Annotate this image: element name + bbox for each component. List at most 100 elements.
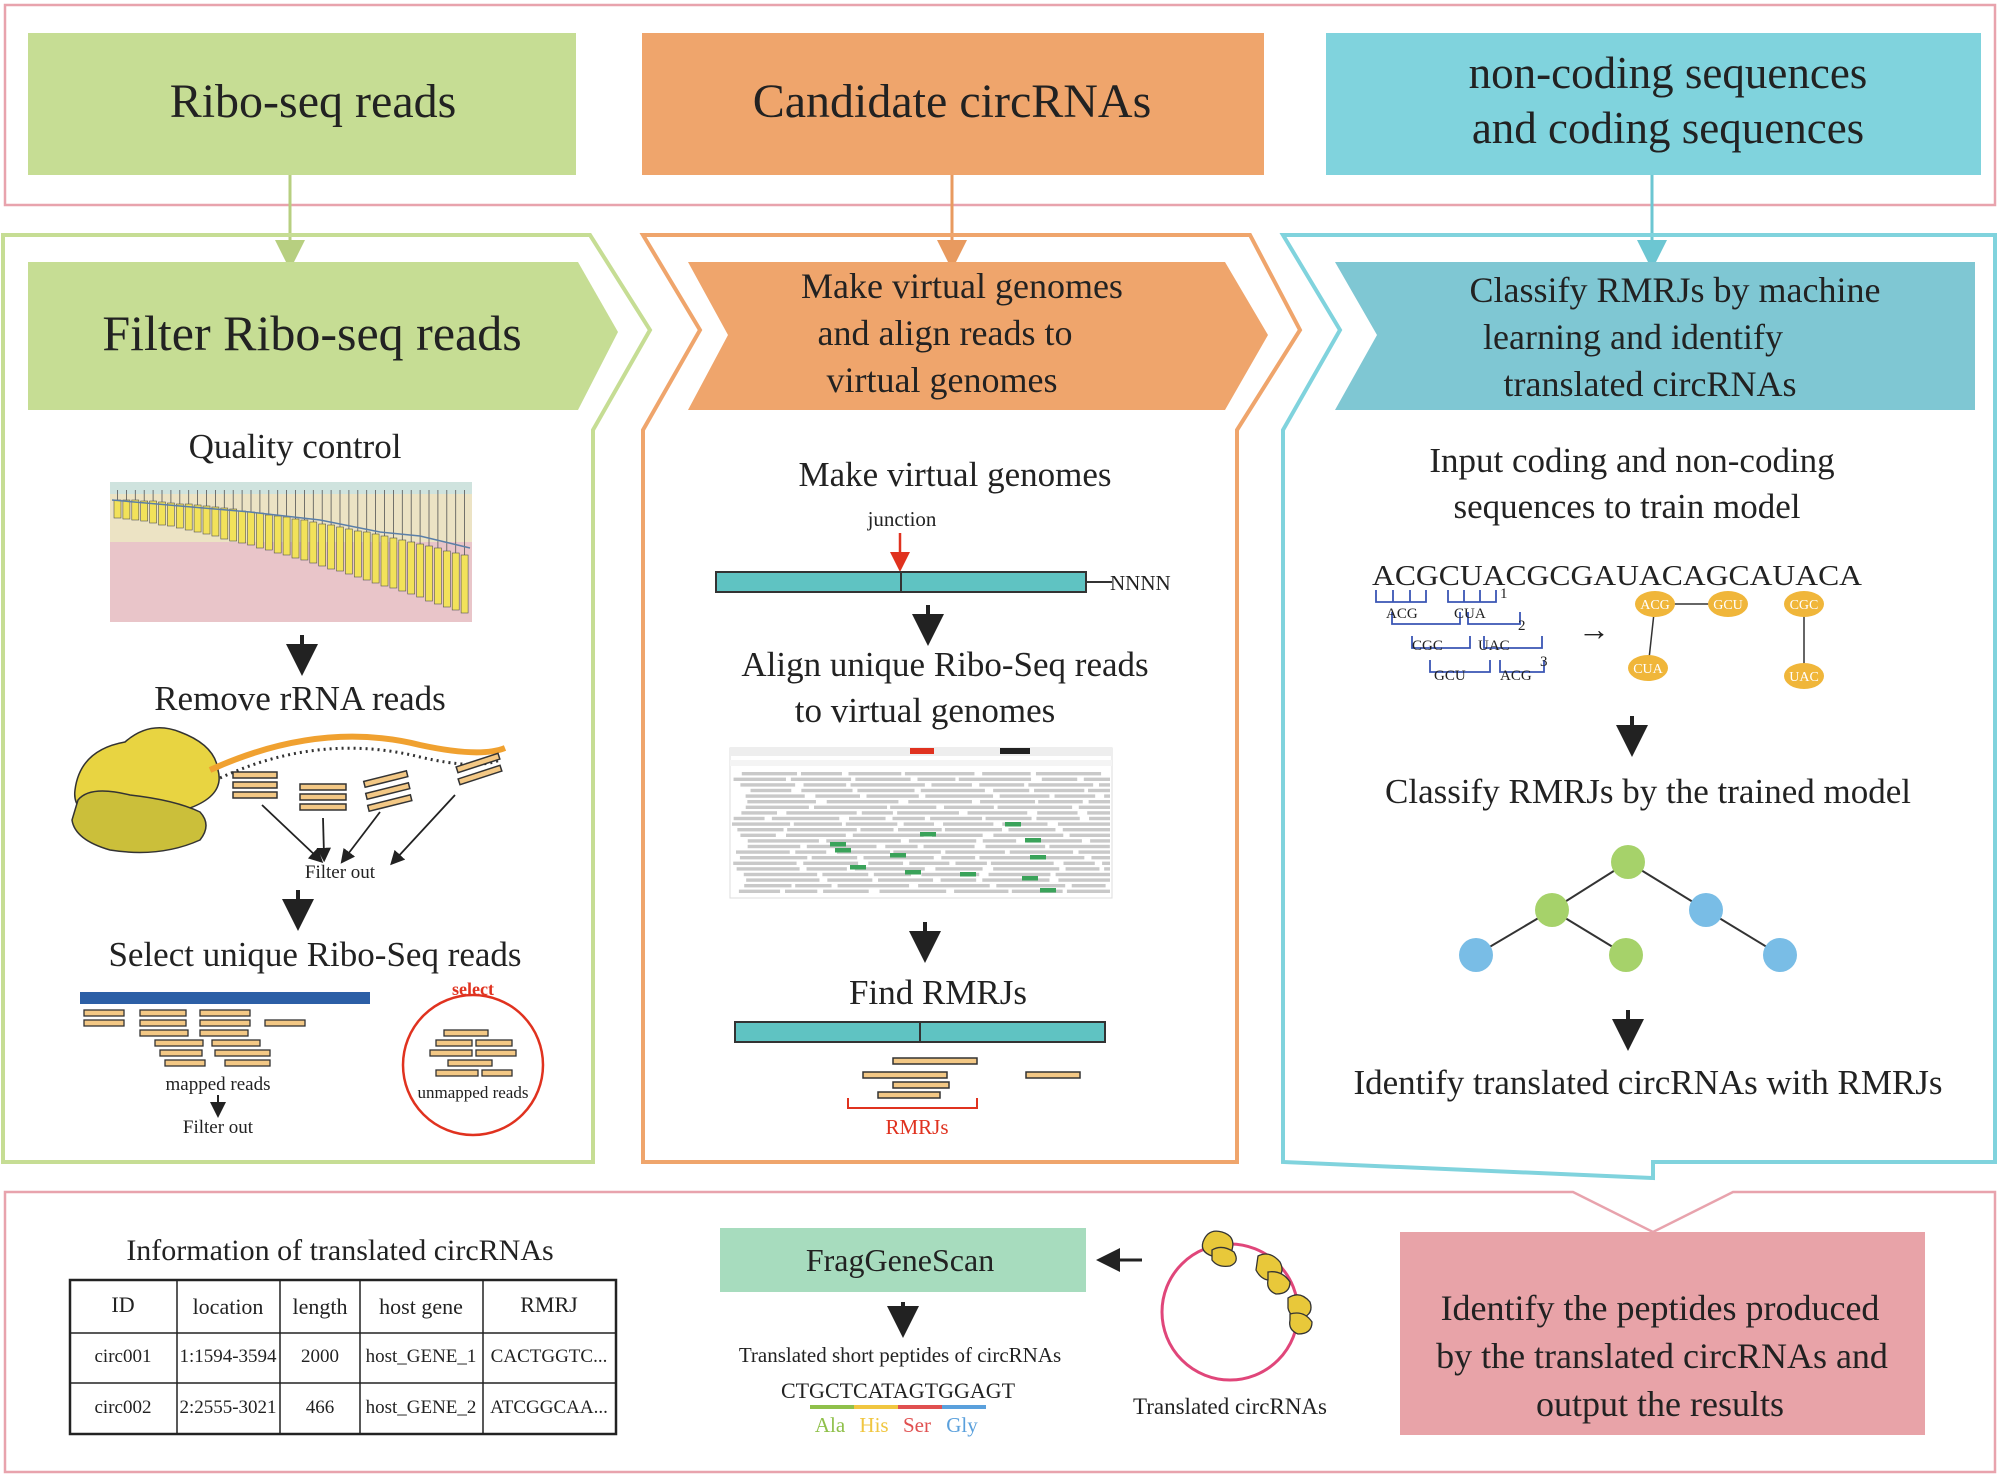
node-uac: [1784, 663, 1824, 689]
qc-box: [220, 507, 229, 540]
aligned-read: [980, 800, 1036, 804]
qc-box: [353, 530, 362, 578]
aligned-read: [744, 884, 792, 888]
junction-read: [1022, 876, 1038, 881]
panel2-title-line1: Make virtual genomes: [801, 266, 1123, 306]
table-cell-r2-length: 466: [306, 1397, 335, 1418]
aligned-read: [737, 828, 784, 832]
aligned-read: [826, 800, 899, 804]
table-cell-r2-host: host_GENE_2: [366, 1397, 477, 1418]
aligned-read: [935, 867, 983, 871]
qc-box: [238, 510, 246, 544]
aligned-read: [855, 777, 911, 781]
mapped-reads-stack: [83, 1009, 306, 1067]
aligned-read: [1055, 872, 1110, 877]
aligned-read: [814, 805, 888, 809]
aligned-read: [745, 794, 805, 798]
aligned-read: [1028, 783, 1094, 787]
aligned-read: [1011, 889, 1063, 893]
node-gcu: [1708, 591, 1748, 617]
qc-box: [389, 537, 398, 589]
aligned-read: [1104, 794, 1110, 798]
aligned-read: [1089, 816, 1110, 821]
aligned-read: [732, 822, 791, 826]
unmapped-reads-circle: [401, 993, 545, 1137]
rrna-read-fragments: [232, 752, 503, 813]
aligned-read: [747, 839, 819, 843]
aligned-read: [1071, 884, 1106, 888]
aligned-read: [1038, 800, 1083, 804]
aligned-read: [873, 872, 911, 877]
aligned-read: [923, 844, 975, 849]
aligned-read: [892, 816, 925, 821]
aligned-read: [982, 839, 1017, 843]
aligned-read: [885, 844, 918, 849]
aligned-read: [1069, 833, 1110, 837]
riboseq-input-box: [28, 33, 576, 175]
unmapped-reads-label: unmapped reads: [418, 1083, 529, 1102]
aligned-read: [1087, 811, 1110, 815]
aligned-read: [985, 816, 1032, 821]
aligned-read: [958, 777, 1032, 781]
aligned-read: [1066, 889, 1110, 893]
aligned-read: [868, 861, 904, 865]
aligned-read: [930, 816, 983, 821]
aligned-read: [903, 822, 935, 826]
table-cell-r1-rmrj: CACTGGTC...: [491, 1346, 608, 1367]
qc-box: [140, 500, 148, 522]
aligned-read: [850, 783, 925, 787]
aligned-read: [925, 794, 994, 798]
aligned-read: [740, 833, 776, 837]
aligned-read: [741, 811, 778, 815]
qc-box: [300, 519, 309, 561]
qc-box: [273, 515, 282, 554]
aligned-read: [863, 856, 934, 860]
peptides-label: Translated short peptides of circRNAs: [739, 1343, 1061, 1367]
aligned-read: [733, 816, 765, 821]
aligned-read: [985, 844, 1046, 849]
aligned-read: [746, 878, 820, 882]
aligned-read: [940, 878, 977, 882]
alignment-viewer: [729, 747, 1113, 899]
aligned-read: [918, 884, 990, 888]
junction-read: [1025, 838, 1041, 843]
qc-box: [247, 511, 255, 546]
aligned-read: [909, 861, 950, 865]
aligned-read: [893, 850, 941, 854]
candidates-input-box: [642, 33, 1264, 175]
aligned-read: [982, 772, 1031, 776]
aligned-read: [733, 777, 786, 781]
aligned-read: [1002, 822, 1048, 826]
identify-translated-label: Identify translated circRNAs with RMRJs: [1353, 1063, 1942, 1102]
tree-leaf-2: [1609, 938, 1643, 972]
aligned-read: [878, 878, 934, 882]
output-label-line3: output the results: [1536, 1384, 1784, 1424]
aligned-read: [837, 884, 910, 888]
qc-box: [184, 503, 193, 531]
kmer-uac: UAC: [1478, 638, 1510, 654]
sequences-input-label-line1: non-coding sequences: [1469, 48, 1868, 98]
qc-box: [122, 499, 131, 520]
kmer-count-1: 1: [1500, 586, 1508, 602]
aligned-read: [1065, 867, 1100, 871]
bottom-frame: [3, 1190, 1997, 1474]
table-cell-r2-location: 2:2555-3021: [179, 1397, 276, 1418]
aligned-read: [1037, 811, 1078, 815]
aligned-read: [1026, 839, 1082, 843]
aligned-read: [1057, 822, 1110, 826]
aligned-read: [988, 872, 1051, 877]
aligned-read: [932, 833, 983, 837]
aligned-read: [827, 878, 873, 882]
qc-box: [202, 505, 211, 535]
junction-reads: [862, 1057, 1081, 1099]
make-virtual-genomes-label: Make virtual genomes: [799, 455, 1112, 494]
aligned-read: [904, 772, 975, 776]
remove-rrna-label: Remove rRNA reads: [154, 679, 446, 718]
aligned-read: [954, 889, 1009, 893]
aligned-read: [849, 816, 886, 821]
aligned-read: [1058, 878, 1110, 882]
qc-box: [362, 531, 371, 581]
aligned-read: [1078, 805, 1110, 809]
aligned-read: [815, 794, 860, 798]
circrna-ribosomes: [1201, 1230, 1313, 1335]
